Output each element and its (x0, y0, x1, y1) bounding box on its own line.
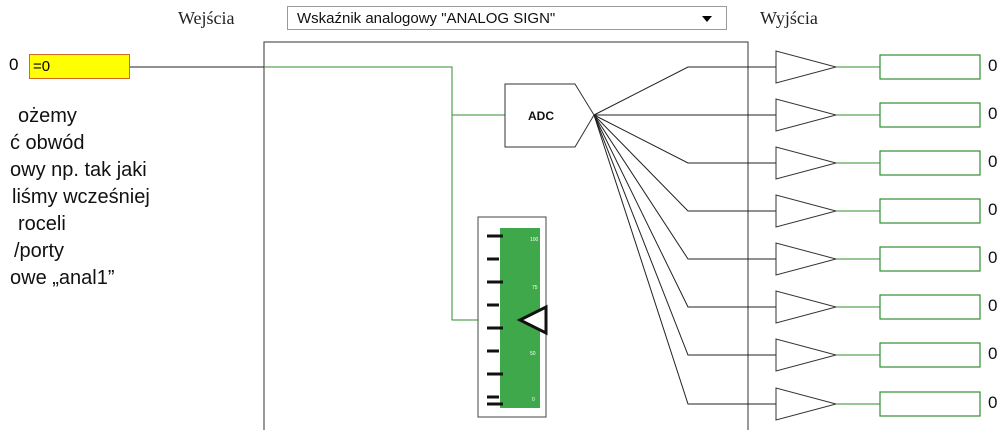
output-box[interactable] (879, 391, 981, 417)
output-box[interactable] (879, 342, 981, 368)
gauge-tick-label: 50 (530, 351, 536, 357)
output-buffer-icon (775, 194, 838, 228)
analog-gauge[interactable]: 100 75 50 0 (477, 216, 548, 418)
adc-block[interactable] (504, 83, 595, 148)
output-buffer-icon (775, 50, 838, 84)
gauge-tick-label: 0 (532, 397, 535, 403)
output-value: 0 (988, 104, 998, 123)
output-buffers (775, 50, 838, 421)
output-value: 0 (988, 344, 998, 363)
gauge-ticks (487, 234, 503, 406)
gauge-pointer-icon (516, 304, 548, 336)
output-value: 0 (988, 248, 998, 267)
output-box[interactable] (879, 150, 981, 176)
output-buffer-icon (775, 146, 838, 180)
side-text-line: ć obwód (10, 132, 85, 154)
output-buffer-icon (775, 242, 838, 276)
output-value: 0 (988, 296, 998, 315)
side-text-line: owe „anal1” (10, 267, 115, 289)
component-select[interactable]: Wskaźnik analogowy "ANALOG SIGN" (287, 6, 727, 30)
output-buffer-icon (775, 98, 838, 132)
gauge-tick-label: 75 (532, 285, 538, 291)
gauge-tick-label: 100 (530, 237, 539, 243)
output-box[interactable] (879, 246, 981, 272)
output-value: 0 (988, 152, 998, 171)
output-box[interactable] (879, 294, 981, 320)
output-buffer-icon (775, 387, 838, 421)
output-value: 0 (988, 56, 998, 75)
output-box[interactable] (879, 54, 981, 80)
input-index-label: 0 (9, 55, 19, 74)
side-text-line: roceli (18, 213, 66, 235)
output-box[interactable] (879, 102, 981, 128)
output-box[interactable] (879, 198, 981, 224)
output-buffer-icon (775, 338, 838, 372)
inputs-heading: Wejścia (178, 8, 235, 28)
side-text-line: ożemy (18, 105, 77, 127)
adc-input-wire (264, 66, 505, 116)
component-frame (263, 41, 749, 430)
outputs-heading: Wyjścia (760, 8, 818, 28)
gauge-input-wire (451, 115, 478, 321)
component-select-value: Wskaźnik analogowy "ANALOG SIGN" (297, 10, 556, 27)
side-text-line: liśmy wcześniej (12, 186, 150, 208)
input-value: =0 (33, 58, 51, 75)
side-text-line: owy np. tak jaki (10, 159, 147, 181)
output-value: 0 (988, 393, 998, 412)
output-buffer-icon (775, 290, 838, 324)
output-value: 0 (988, 200, 998, 219)
adc-label: ADC (528, 109, 554, 123)
adc-output-wires (593, 66, 776, 405)
input-value-field[interactable]: =0 (29, 54, 130, 79)
chevron-down-icon[interactable] (702, 16, 712, 22)
output-wires (836, 66, 880, 405)
side-text-line: /porty (14, 240, 65, 262)
